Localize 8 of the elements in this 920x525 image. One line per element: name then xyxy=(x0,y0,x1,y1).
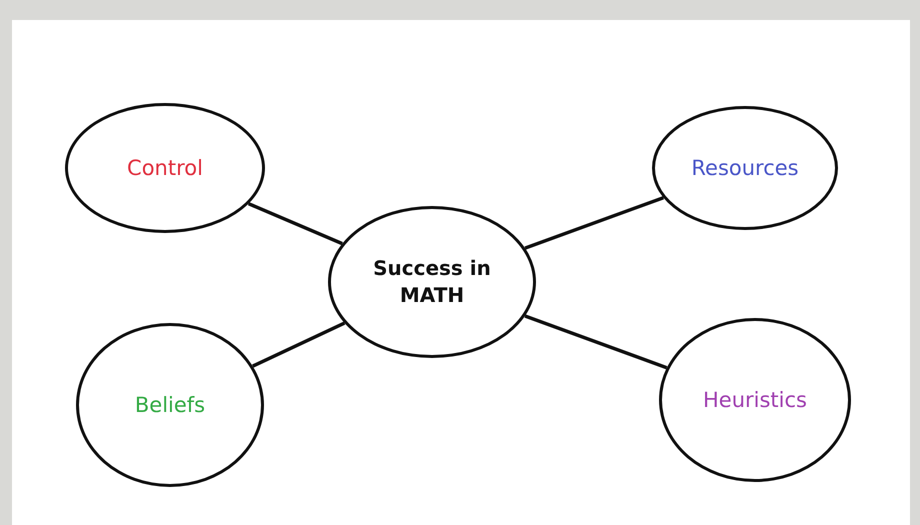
connector-line xyxy=(524,196,664,250)
node-label: Heuristics xyxy=(703,386,807,414)
node-label: Control xyxy=(127,154,203,182)
node-label: Resources xyxy=(691,154,799,182)
node-label: Beliefs xyxy=(134,392,206,419)
connector-line xyxy=(252,322,346,368)
connector-line xyxy=(524,314,668,370)
node-label: Success in MATH xyxy=(372,255,492,309)
